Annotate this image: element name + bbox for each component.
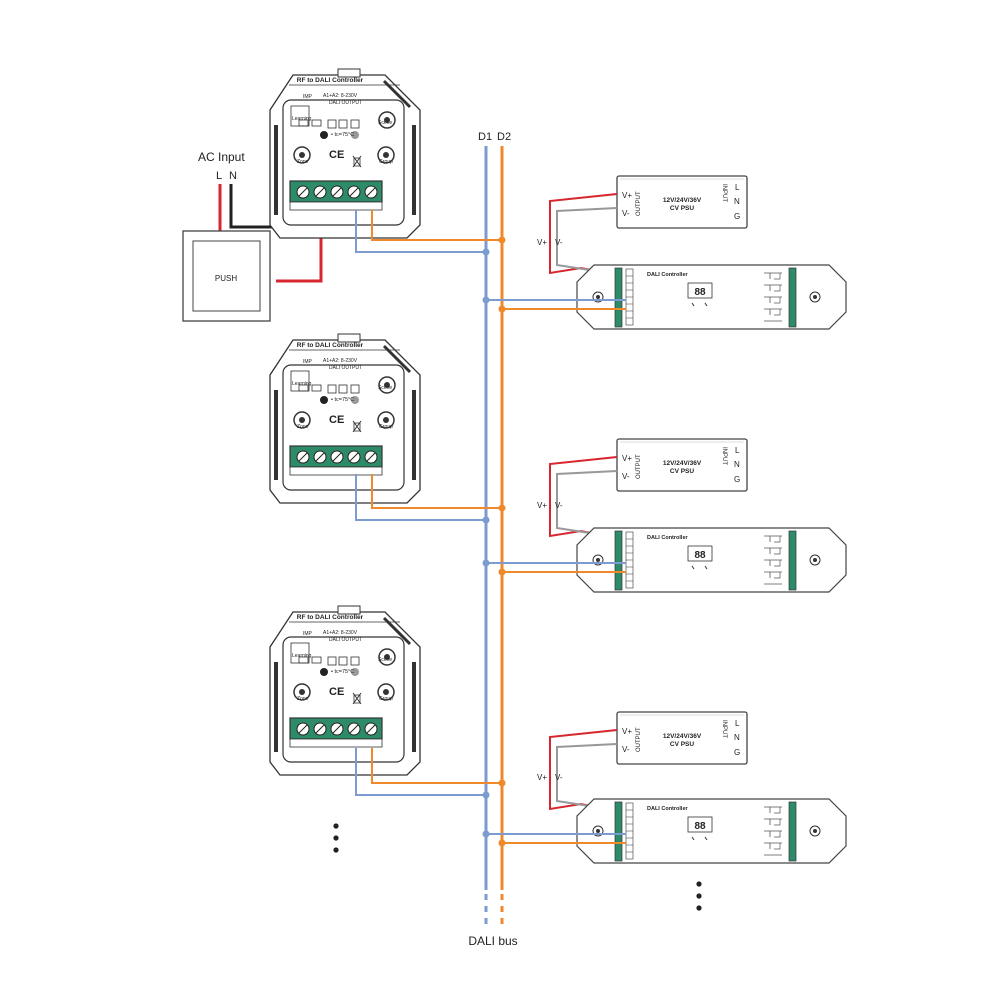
svg-text:V-: V- xyxy=(555,773,563,782)
rf-controller-2: RF to DALI Controller IMP A1+A2: 8-230V … xyxy=(268,332,422,505)
psu-in-n: N xyxy=(734,197,740,206)
rf-voltage-label: A1+A2: 8-230V xyxy=(323,93,358,99)
continuation-dots-left xyxy=(333,823,339,853)
push-switch: PUSH xyxy=(182,230,271,322)
dali-bus-label: DALI bus xyxy=(468,934,517,948)
rf-zone-label: Zone xyxy=(297,424,309,430)
rf-temp-label: • tc=75°C xyxy=(331,669,354,675)
psu-2: V+ V- OUTPUT 12V/24V/36V CV PSU INPUT L … xyxy=(616,438,748,492)
svg-text:V+: V+ xyxy=(537,773,547,782)
dali-controller-title: DALI Controller xyxy=(647,272,688,278)
psu-rating: 12V/24V/36V xyxy=(663,733,702,740)
rf-voltage-label: A1+A2: 8-230V xyxy=(323,630,358,636)
ce-mark: CE xyxy=(329,149,344,161)
rf-temp-label: • tc=75°C xyxy=(331,132,354,138)
rf-zone-label: Zone xyxy=(297,696,309,702)
psu-in-n: N xyxy=(734,460,740,469)
dali-display: 88 xyxy=(694,550,706,561)
rf-group-label: Group xyxy=(379,696,393,702)
psu-type: CV PSU xyxy=(670,741,695,748)
psu-input-label: INPUT xyxy=(721,720,727,738)
psu-rating: 12V/24V/36V xyxy=(663,460,702,467)
psu-out-minus: V- xyxy=(622,472,630,481)
rf-learning-label: Learning xyxy=(292,381,312,387)
dali-display: 88 xyxy=(694,287,706,298)
continuation-dots-right xyxy=(696,881,702,911)
psu-out-minus: V- xyxy=(622,745,630,754)
bus-d1-label: D1 xyxy=(478,131,492,143)
psu-rating: 12V/24V/36V xyxy=(663,197,702,204)
neutral-label: N xyxy=(229,170,237,182)
rf-voltage-label: A1+A2: 8-230V xyxy=(323,358,358,364)
psu-1: V+ V- OUTPUT 12V/24V/36V CV PSU INPUT L … xyxy=(616,175,748,229)
psu-in-l: L xyxy=(735,446,740,455)
rf-controller-3: RF to DALI Controller IMP A1+A2: 8-230V … xyxy=(268,604,422,777)
psu-in-l: L xyxy=(735,183,740,192)
psu-power-labels: V+ V- V+ V- V+ V- xyxy=(537,238,563,782)
svg-text:V+: V+ xyxy=(537,238,547,247)
rf-imp-label: IMP xyxy=(303,631,313,637)
rf-temp-label: • tc=75°C xyxy=(331,397,354,403)
psu-out-minus: V- xyxy=(622,209,630,218)
rf-scene-label: Scene xyxy=(378,120,392,126)
psu-out-plus: V+ xyxy=(622,727,632,736)
ac-input-label: AC Input xyxy=(198,150,245,164)
dali-display: 88 xyxy=(694,821,706,832)
psu-in-g: G xyxy=(734,212,740,221)
push-switch-label: PUSH xyxy=(215,274,237,283)
rf-imp-label: IMP xyxy=(303,94,313,100)
rf-controller-1: RF to DALI Controller IMP A1+A2: 8-230V … xyxy=(268,67,422,240)
psu-out-plus: V+ xyxy=(622,454,632,463)
psu-in-g: G xyxy=(734,475,740,484)
rf-group-label: Group xyxy=(379,424,393,430)
psu-output-label: OUTPUT xyxy=(636,454,642,479)
dali-controller-2: DALI Controller 88 xyxy=(576,527,847,593)
bus-d2-label: D2 xyxy=(497,131,511,143)
rf-scene-label: Scene xyxy=(378,385,392,391)
dali-controller-title: DALI Controller xyxy=(647,535,688,541)
dali-controller-title: DALI Controller xyxy=(647,806,688,812)
dali-controller-bus-wires xyxy=(486,299,626,844)
rf-learning-label: Learning xyxy=(292,653,312,659)
svg-text:V-: V- xyxy=(555,501,563,510)
dali-controller-3: DALI Controller 88 xyxy=(576,798,847,864)
rf-scene-label: Scene xyxy=(378,657,392,663)
rf-bus-wires xyxy=(355,210,502,796)
psu-type: CV PSU xyxy=(670,205,695,212)
rf-controller-title: RF to DALI Controller xyxy=(297,342,364,349)
psu-input-label: INPUT xyxy=(721,184,727,202)
psu-input-label: INPUT xyxy=(721,447,727,465)
svg-text:V-: V- xyxy=(555,238,563,247)
dali-controller-1: DALI Controller 88 xyxy=(576,264,847,330)
rf-imp-label: IMP xyxy=(303,359,313,365)
svg-text:V+: V+ xyxy=(537,501,547,510)
rf-controller-title: RF to DALI Controller xyxy=(297,77,364,84)
rf-controller-title: RF to DALI Controller xyxy=(297,614,364,621)
psu-out-plus: V+ xyxy=(622,191,632,200)
line-label: L xyxy=(216,170,222,182)
bus-junctions xyxy=(482,236,506,847)
rf-dali-output-label: DALI OUTPUT xyxy=(329,637,362,643)
psu-in-l: L xyxy=(735,719,740,728)
rf-zone-label: Zone xyxy=(297,159,309,165)
dali-bus: D1 D2 DALI bus xyxy=(468,131,517,948)
ce-mark: CE xyxy=(329,414,344,426)
rf-dali-output-label: DALI OUTPUT xyxy=(329,365,362,371)
ce-mark: CE xyxy=(329,686,344,698)
psu-in-g: G xyxy=(734,748,740,757)
rf-group-label: Group xyxy=(379,159,393,165)
psu-output-label: OUTPUT xyxy=(636,727,642,752)
rf-dali-output-label: DALI OUTPUT xyxy=(329,100,362,106)
psu-type: CV PSU xyxy=(670,468,695,475)
rf-learning-label: Learning xyxy=(292,116,312,122)
psu-in-n: N xyxy=(734,733,740,742)
psu-3: V+ V- OUTPUT 12V/24V/36V CV PSU INPUT L … xyxy=(616,711,748,765)
psu-output-label: OUTPUT xyxy=(636,191,642,216)
